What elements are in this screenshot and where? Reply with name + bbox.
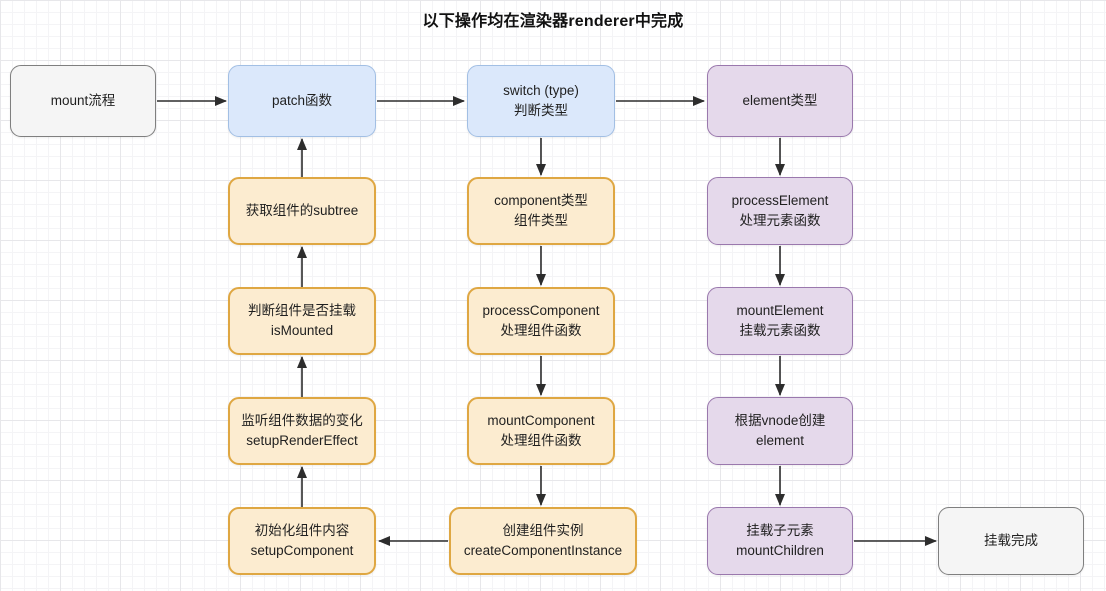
node-label: 判断组件是否挂载 — [248, 302, 356, 318]
node-setup-render-effect[interactable]: 监听组件数据的变化 setupRenderEffect — [228, 397, 376, 465]
node-label: processComponent — [482, 302, 600, 318]
node-process-component[interactable]: processComponent 处理组件函数 — [467, 287, 615, 355]
node-mount-flow[interactable]: mount流程 — [10, 65, 156, 137]
node-sublabel: element — [755, 433, 805, 448]
node-sublabel: setupComponent — [250, 543, 354, 558]
diagram-title: 以下操作均在渲染器renderer中完成 — [422, 13, 684, 30]
node-create-component-instance[interactable]: 创建组件实例 createComponentInstance — [449, 507, 637, 575]
node-element-type[interactable]: element类型 — [707, 65, 853, 137]
node-patch-fn[interactable]: patch函数 — [228, 65, 376, 137]
node-switch-type[interactable]: switch (type) 判断类型 — [467, 65, 615, 137]
node-mount-done[interactable]: 挂载完成 — [938, 507, 1084, 575]
node-label: 根据vnode创建 — [734, 412, 826, 428]
node-is-mounted[interactable]: 判断组件是否挂载 isMounted — [228, 287, 376, 355]
node-sublabel: isMounted — [270, 323, 334, 338]
node-label: 创建组件实例 — [502, 522, 584, 538]
node-sublabel: createComponentInstance — [463, 543, 623, 558]
node-label: patch函数 — [271, 92, 333, 108]
node-get-subtree[interactable]: 获取组件的subtree — [228, 177, 376, 245]
node-create-element-from-vnode[interactable]: 根据vnode创建 element — [707, 397, 853, 465]
node-label: mountComponent — [487, 412, 595, 428]
node-mount-component[interactable]: mountComponent 处理组件函数 — [467, 397, 615, 465]
node-label: 获取组件的subtree — [245, 202, 359, 218]
node-label: 监听组件数据的变化 — [241, 412, 363, 428]
node-sublabel: mountChildren — [736, 543, 824, 558]
node-label: switch (type) — [503, 82, 579, 98]
node-sublabel: setupRenderEffect — [246, 433, 358, 448]
node-process-element[interactable]: processElement 处理元素函数 — [707, 177, 853, 245]
node-sublabel: 组件类型 — [514, 213, 568, 228]
node-sublabel: 处理组件函数 — [500, 323, 582, 338]
node-sublabel: 处理组件函数 — [500, 433, 582, 448]
node-label: mountElement — [736, 302, 824, 318]
node-label: processElement — [731, 192, 829, 208]
node-label: element类型 — [742, 92, 818, 108]
node-sublabel: 处理元素函数 — [739, 213, 821, 228]
node-label: 挂载子元素 — [746, 522, 814, 538]
node-sublabel: 挂载元素函数 — [739, 323, 821, 338]
node-label: mount流程 — [50, 92, 116, 108]
node-label: 初始化组件内容 — [254, 522, 350, 538]
node-setup-component[interactable]: 初始化组件内容 setupComponent — [228, 507, 376, 575]
node-label: component类型 — [494, 192, 588, 208]
node-component-type[interactable]: component类型 组件类型 — [467, 177, 615, 245]
node-sublabel: 判断类型 — [514, 103, 568, 118]
node-label: 挂载完成 — [984, 532, 1038, 548]
node-mount-children[interactable]: 挂载子元素 mountChildren — [707, 507, 853, 575]
node-mount-element[interactable]: mountElement 挂载元素函数 — [707, 287, 853, 355]
